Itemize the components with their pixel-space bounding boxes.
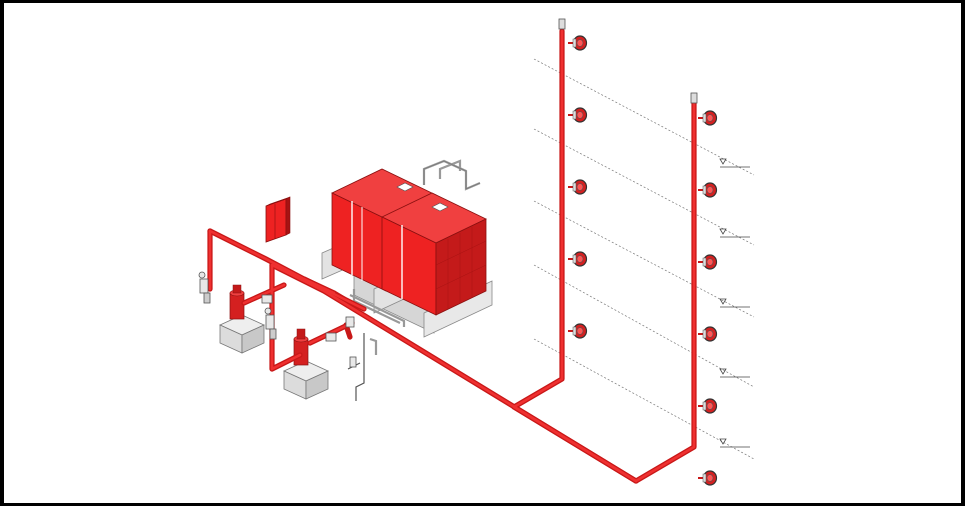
hose-reel-icon bbox=[698, 254, 718, 270]
hose-reels bbox=[568, 35, 718, 486]
floor-guide-line bbox=[533, 338, 755, 460]
valve bbox=[261, 294, 273, 304]
valve bbox=[345, 316, 355, 328]
level-marker-icon bbox=[719, 228, 750, 238]
valve bbox=[349, 356, 357, 368]
valves bbox=[198, 271, 357, 368]
hose-reel-icon bbox=[568, 179, 588, 195]
hose-reel-icon bbox=[698, 326, 718, 342]
valve bbox=[199, 278, 209, 294]
diagram-canvas bbox=[4, 3, 961, 503]
tank-icon bbox=[331, 168, 487, 316]
level-marker-icon bbox=[719, 298, 750, 308]
hose-reel-icon bbox=[698, 110, 718, 126]
level-marker-icon bbox=[719, 368, 750, 378]
level-markers bbox=[719, 158, 750, 448]
valve bbox=[203, 292, 211, 304]
fire-hydrant-system-diagram bbox=[198, 18, 755, 486]
valve bbox=[269, 328, 277, 340]
hose-reel-icon bbox=[698, 398, 718, 414]
hose-reel-icon bbox=[568, 107, 588, 123]
control-panel-icon bbox=[265, 196, 291, 243]
manhole bbox=[431, 202, 449, 212]
main-pipework-highlight bbox=[208, 29, 696, 483]
hose-reel-icon bbox=[568, 323, 588, 339]
floor-guide-lines bbox=[533, 58, 755, 460]
pressure-gauge-icon bbox=[264, 307, 272, 315]
valve bbox=[265, 314, 275, 330]
level-marker-icon bbox=[719, 438, 750, 448]
riser-caps bbox=[558, 18, 698, 104]
hose-reel-icon bbox=[568, 251, 588, 267]
floor-guide-line bbox=[533, 264, 755, 388]
hose-reel-icon bbox=[568, 35, 588, 51]
floor-guide-line bbox=[533, 128, 755, 246]
hose-reel-icon bbox=[698, 470, 718, 486]
vent-pipes-outline bbox=[423, 160, 481, 190]
level-marker-icon bbox=[719, 158, 750, 168]
pressure-gauge-icon bbox=[198, 271, 206, 279]
valve bbox=[325, 332, 337, 342]
floor-guide-line bbox=[533, 200, 755, 318]
hose-reel-icon bbox=[698, 182, 718, 198]
floor-guide-line bbox=[533, 58, 755, 176]
manhole bbox=[396, 182, 414, 192]
